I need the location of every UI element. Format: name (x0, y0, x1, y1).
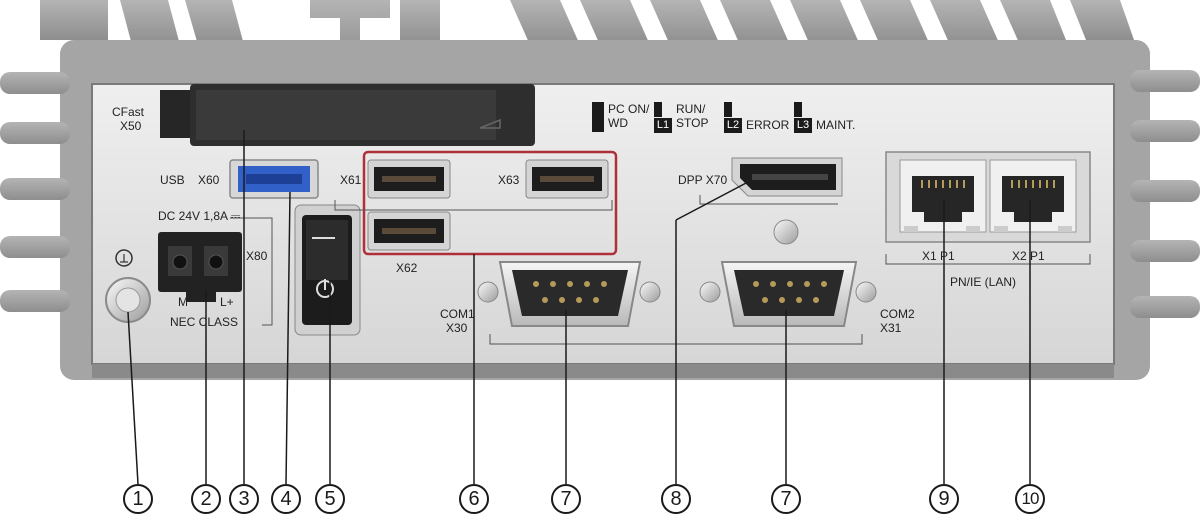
com2-dsub (699, 261, 877, 327)
pnie-label: PN/IE (LAN) (950, 275, 1017, 289)
m-label: M (178, 295, 188, 309)
com1-dsub (477, 261, 661, 327)
dc-rating-label: DC 24V 1,8A ⎓ (158, 209, 241, 223)
dpp-x70-label: DPP X70 (678, 173, 728, 187)
usb2-ports (367, 159, 609, 251)
callout-5: 5 (315, 484, 345, 514)
heatsink-left-fins (0, 72, 70, 312)
com2-label: COM2 (880, 307, 915, 321)
callout-2: 2 (191, 484, 221, 514)
callout-9: 9 (929, 484, 959, 514)
callout-6: 6 (459, 484, 489, 514)
callout-3: 3 (229, 484, 259, 514)
callout-8: 8 (661, 484, 691, 514)
callout-4: 4 (271, 484, 301, 514)
led-maint-label: MAINT. (816, 118, 856, 132)
callout-7a: 7 (551, 484, 581, 514)
x30-label: X30 (446, 321, 468, 335)
x62-label: X62 (396, 261, 418, 275)
cfast-slot-cover (160, 84, 535, 146)
led-l1-tag: L1 (654, 118, 672, 133)
led-square (592, 102, 604, 132)
power-terminal-x80 (158, 232, 242, 302)
x31-label: X31 (880, 321, 902, 335)
x1p1-label: X1 P1 (922, 249, 955, 263)
lplus-label: L+ (220, 295, 234, 309)
led-run-stop-label: RUN/ STOP (676, 102, 709, 130)
usb3-port-x60-shape (229, 159, 319, 199)
led-square (724, 102, 732, 117)
led-error-label: ERROR (746, 118, 790, 132)
displayport-x70 (731, 157, 843, 197)
x63-label: X63 (498, 173, 520, 187)
led-pc-on-label: PC ON/ WD (608, 102, 650, 130)
ethernet-ports (885, 151, 1091, 243)
x80-label: X80 (246, 249, 268, 263)
com1-label: COM1 (440, 307, 475, 321)
led-square (654, 102, 662, 117)
led-l3-tag: L3 (794, 118, 812, 133)
callout-7b: 7 (771, 484, 801, 514)
callout-10: 10 (1015, 484, 1045, 514)
x50-label: X50 (120, 119, 142, 133)
x61-label: X61 (340, 173, 362, 187)
panel-base (92, 364, 1114, 378)
heatsink-top-fins (40, 0, 1134, 60)
callout-leaders (127, 130, 1031, 485)
led-square (794, 102, 802, 117)
nec-class-label: NEC CLASS (170, 315, 239, 329)
power-switch (294, 204, 361, 336)
heatsink-right-fins (1130, 70, 1200, 318)
x2p1-label: X2 P1 (1012, 249, 1045, 263)
x60-label: X60 (198, 173, 220, 187)
usb-label: USB (160, 173, 185, 187)
led-l2-tag: L2 (724, 118, 742, 133)
callout-1: 1 (123, 484, 153, 514)
usb2-group-highlight (362, 150, 618, 256)
cfast-label: CFast (112, 105, 145, 119)
